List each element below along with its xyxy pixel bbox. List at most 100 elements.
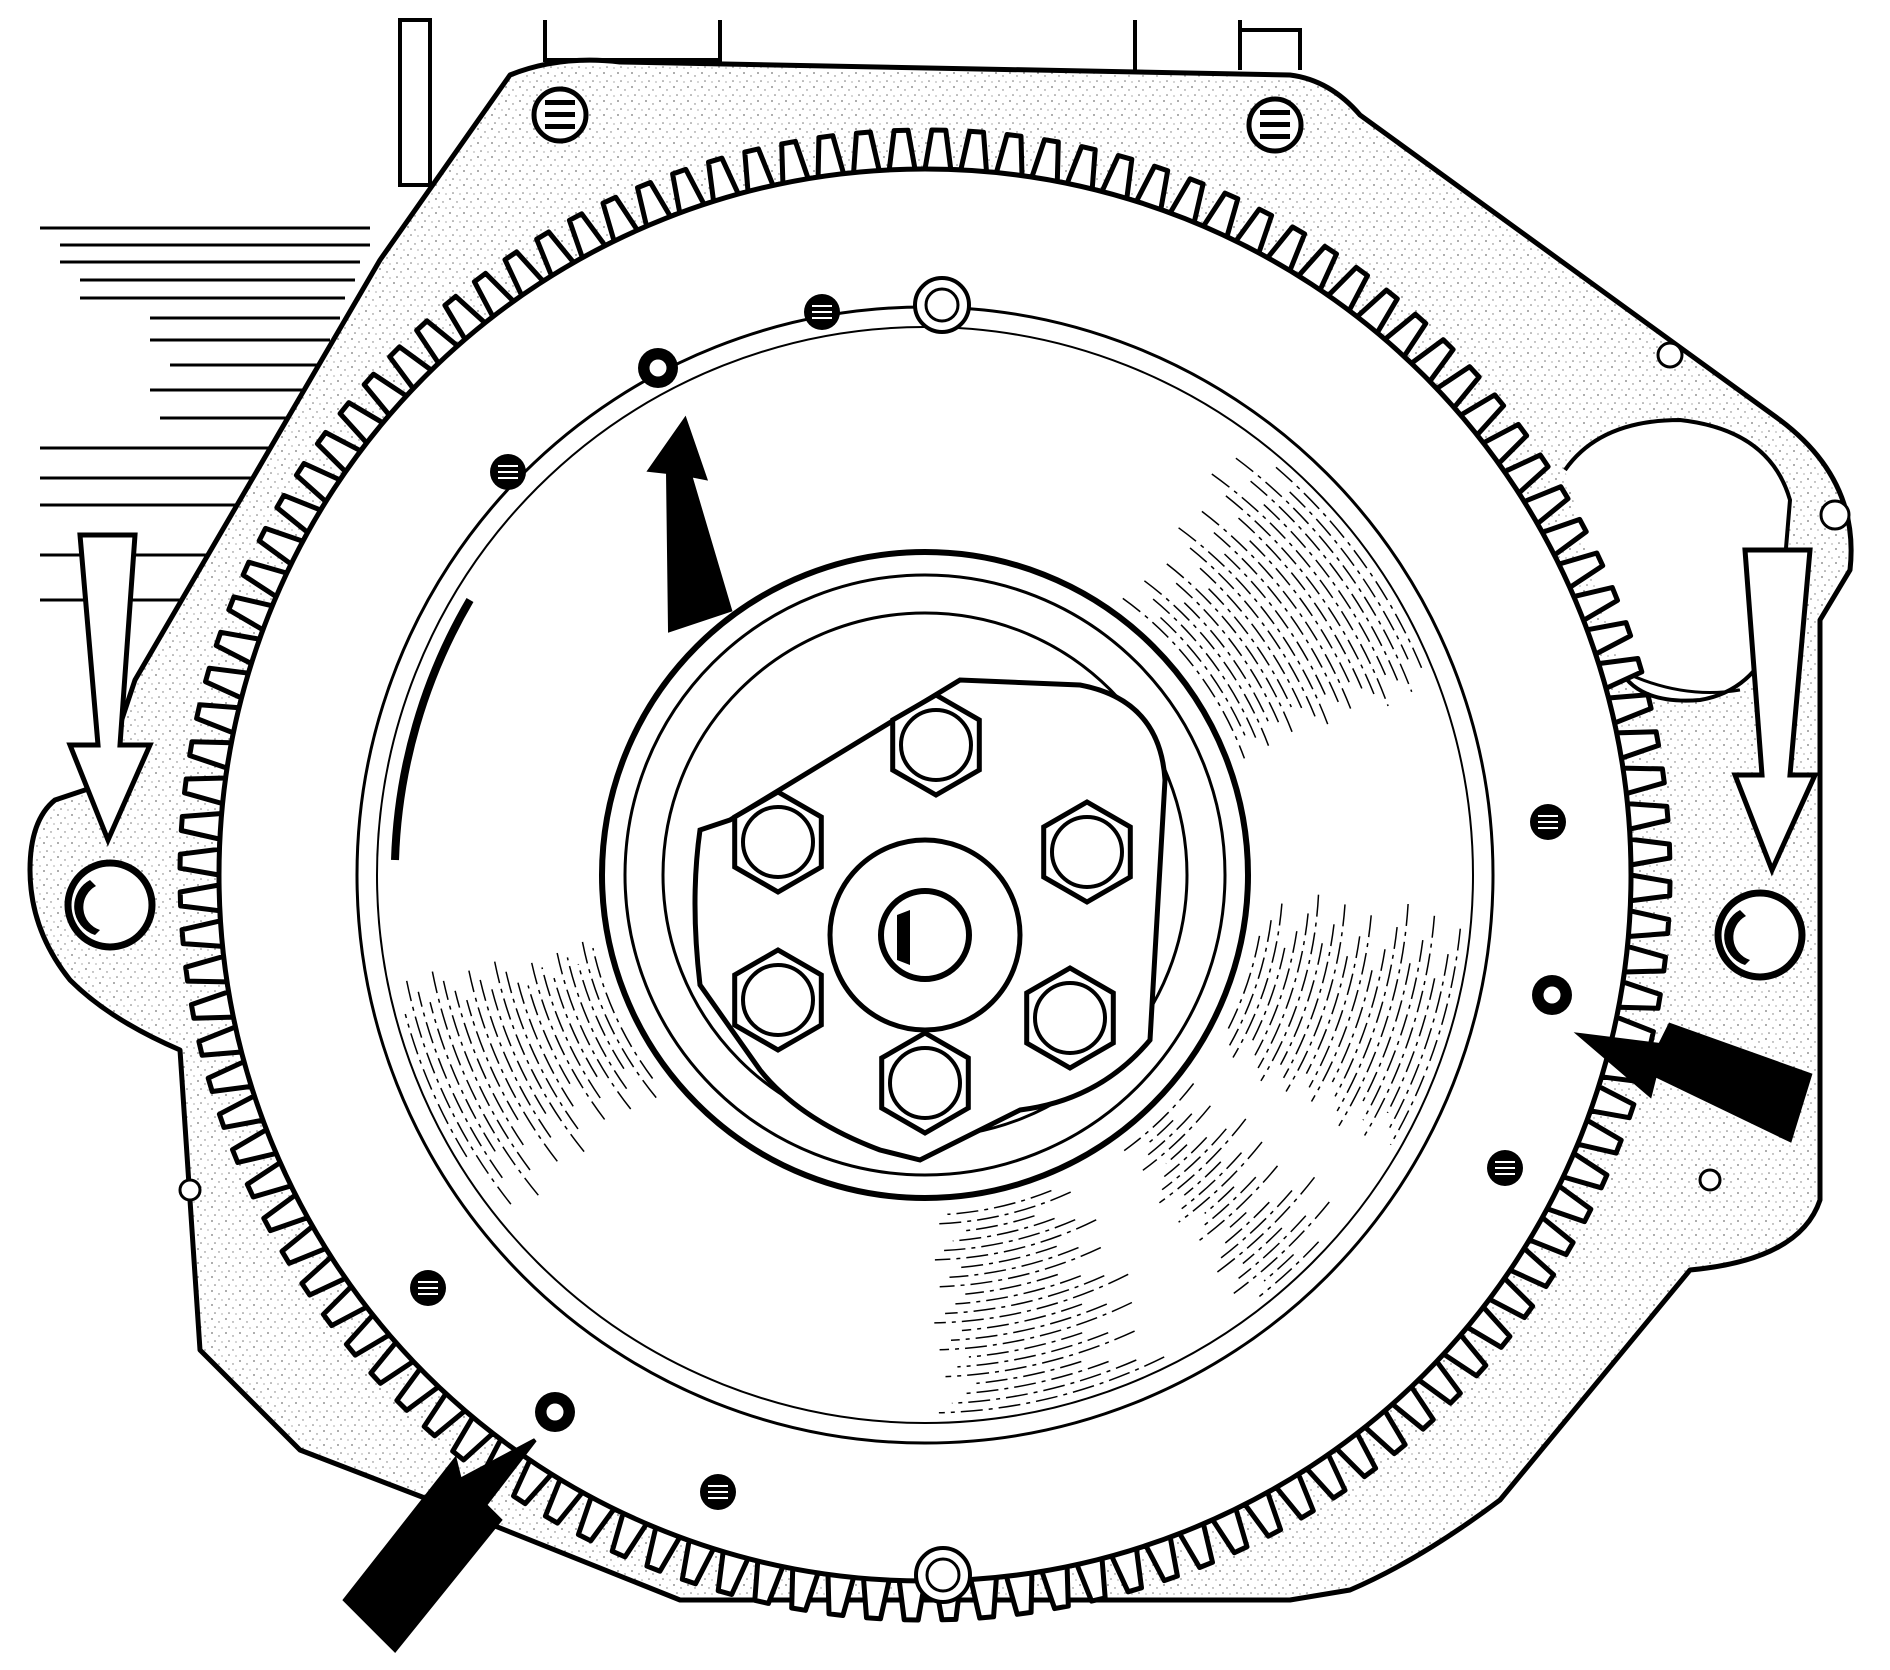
shading-stroke	[466, 999, 519, 1121]
shading-stroke	[960, 1215, 1035, 1232]
shading-stroke	[1232, 903, 1283, 1058]
shading-stroke	[429, 1002, 496, 1152]
shading-stroke	[1363, 915, 1436, 1136]
hex-bolt-icon	[890, 692, 982, 798]
shading-stroke	[1225, 495, 1377, 698]
shading-stroke	[442, 980, 531, 1171]
pilot-bearing-icon	[878, 888, 972, 982]
shading-stroke	[1201, 510, 1353, 713]
shading-stroke	[934, 1219, 1097, 1261]
shading-stroke	[964, 1360, 1109, 1395]
shading-stroke	[1142, 1105, 1211, 1171]
shading-stroke	[1254, 931, 1298, 1056]
threaded-hole-icon	[410, 1270, 446, 1306]
shading-stroke	[1123, 1083, 1195, 1152]
shading-stroke	[939, 1246, 1102, 1288]
shading-stroke	[945, 1275, 1105, 1315]
solid-arrow-right-icon	[1573, 1022, 1813, 1143]
shading-stroke	[1181, 1152, 1243, 1210]
hex-bolt-icon	[1041, 799, 1133, 905]
shading-stroke	[1242, 1227, 1283, 1265]
shading-stroke	[479, 979, 552, 1138]
hollow-arrow-left-icon	[66, 532, 154, 847]
shading-stroke	[1213, 532, 1341, 705]
shading-stroke	[1201, 1176, 1257, 1228]
shading-stroke	[1279, 943, 1323, 1066]
shading-stroke	[951, 1359, 1137, 1405]
shading-stroke	[1204, 1186, 1235, 1214]
clutch-face-shadow	[391, 597, 474, 861]
shading-stroke	[527, 985, 571, 1085]
dowel-hole-icon	[913, 276, 971, 334]
shading-stroke	[1163, 1136, 1208, 1178]
shading-stroke	[1308, 936, 1361, 1088]
shading-stroke	[949, 1246, 1079, 1279]
shading-stroke	[1144, 1113, 1193, 1159]
shading-stroke	[1152, 598, 1258, 741]
shading-stroke	[945, 1330, 1135, 1378]
flywheel-bolts	[732, 692, 1133, 1136]
shading-stroke	[1208, 588, 1292, 708]
shading-stroke	[1178, 527, 1329, 726]
shading-stroke	[1183, 602, 1269, 723]
shading-stroke	[1263, 1253, 1295, 1282]
shading-stroke	[1211, 473, 1389, 707]
pilot-bearing-shadow	[897, 910, 910, 965]
shading-stroke	[1305, 956, 1349, 1074]
plate-hole-icon	[178, 1178, 202, 1202]
shading-stroke	[1238, 1215, 1307, 1279]
shading-stroke	[1228, 920, 1272, 1046]
shading-stroke	[1282, 924, 1335, 1079]
shading-stroke	[1310, 915, 1372, 1102]
shading-stroke	[1334, 949, 1386, 1097]
shading-stroke	[1143, 580, 1270, 746]
shading-stroke	[431, 970, 539, 1196]
solid-arrow-bottom-icon	[342, 1438, 537, 1653]
shading-stroke	[405, 980, 512, 1205]
plate-mounting-holes	[64, 86, 1851, 1202]
hex-bolt-icon	[732, 947, 824, 1053]
shading-stroke	[1225, 1211, 1247, 1232]
shading-stroke	[1166, 563, 1293, 733]
shading-stroke	[1389, 928, 1462, 1146]
threaded-hole-icon	[700, 1474, 736, 1510]
hollow-arrow-right-icon	[1731, 547, 1819, 877]
shading-stroke	[958, 1245, 1057, 1269]
shading-stroke	[1233, 1201, 1330, 1295]
threaded-hole-icon	[804, 294, 840, 330]
shading-stroke	[955, 1275, 1082, 1305]
shading-stroke	[1199, 567, 1305, 713]
shading-stroke	[1360, 963, 1411, 1106]
plate-hole-icon	[1698, 1168, 1722, 1192]
shading-stroke	[1235, 457, 1413, 693]
shading-stroke	[1258, 1241, 1320, 1297]
shading-stroke	[1362, 940, 1424, 1121]
shading-stroke	[1217, 1190, 1293, 1261]
shading-stroke	[581, 941, 657, 1099]
balance-mark-hole-icon	[638, 348, 678, 388]
shading-stroke	[976, 1360, 1082, 1385]
plate-hole-icon	[1819, 499, 1851, 531]
solid-arrow-top-icon	[646, 415, 733, 633]
indicator-arrows	[66, 415, 1819, 1653]
shading-stroke	[555, 950, 632, 1110]
shading-stroke	[1386, 978, 1436, 1114]
shading-stroke	[1331, 970, 1373, 1083]
shading-stroke	[968, 1332, 1083, 1358]
shading-stroke	[1336, 927, 1398, 1112]
hex-bolt-icon	[879, 1030, 971, 1136]
shading-stroke	[552, 974, 598, 1078]
shading-stroke	[961, 1303, 1083, 1332]
threaded-hole-icon	[1530, 804, 1566, 840]
shading-stroke	[530, 959, 606, 1120]
shading-stroke	[1260, 894, 1320, 1082]
shading-stroke	[950, 1303, 1108, 1342]
shading-stroke	[1338, 903, 1409, 1127]
shading-stroke	[1178, 1141, 1263, 1223]
shading-stroke	[1183, 1161, 1222, 1196]
shading-stroke	[957, 1332, 1109, 1368]
shading-stroke	[404, 1013, 468, 1158]
hex-bolt-icon	[732, 789, 824, 895]
shading-stroke	[541, 967, 601, 1099]
